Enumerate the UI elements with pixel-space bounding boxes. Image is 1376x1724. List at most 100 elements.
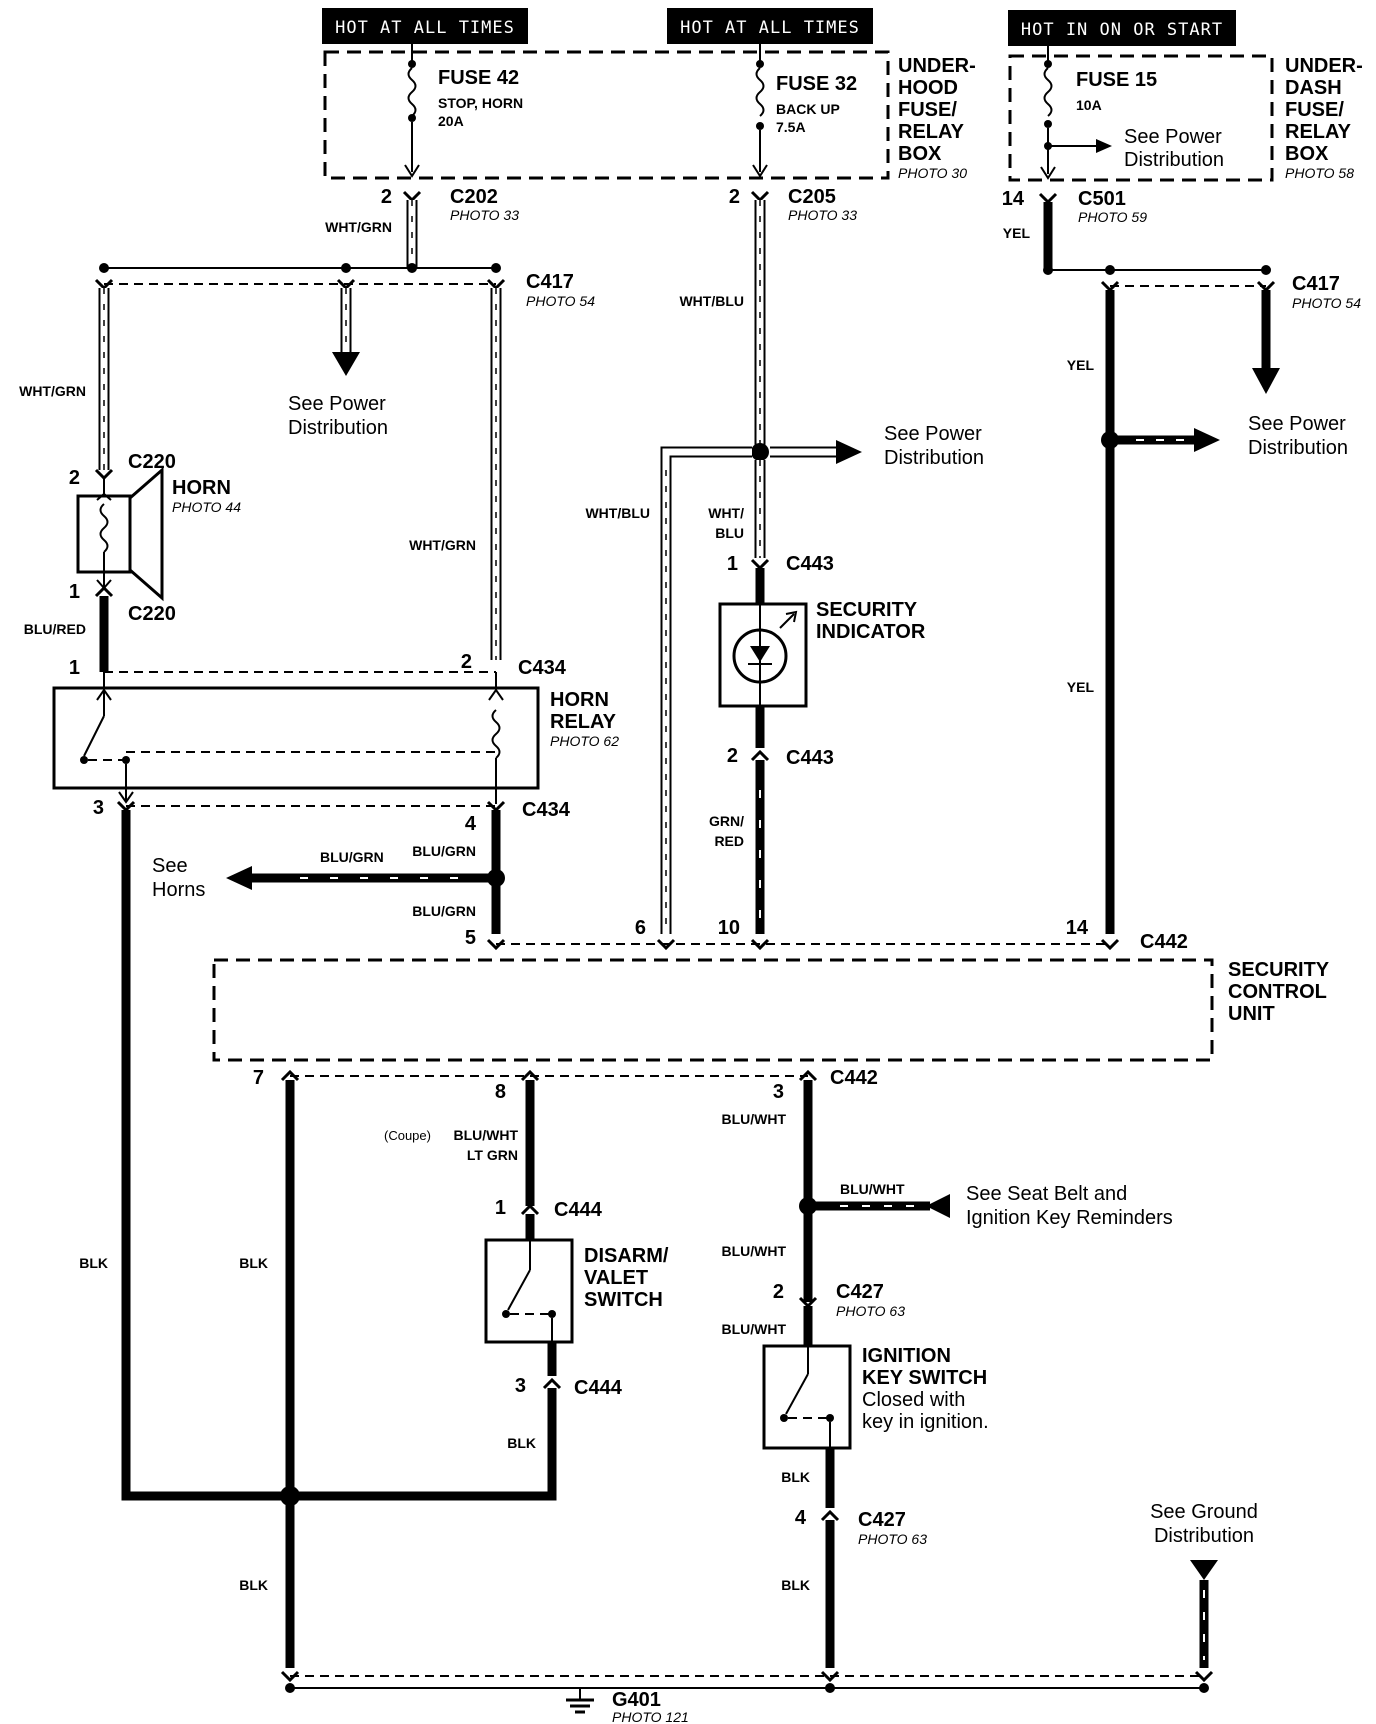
fuse-15-see: See Power [1124, 126, 1222, 148]
wire-color-label: WHT/BLU [585, 505, 650, 521]
photo-ref: PHOTO 59 [1078, 209, 1147, 225]
fuse-42-amp: 20A [438, 113, 464, 129]
see-ground-distribution-text: See Ground [1150, 1501, 1258, 1523]
connector-name: C443 [786, 747, 834, 769]
blu-red-wire: BLU/RED [24, 596, 109, 672]
wire-color-label: LT GRN [467, 1147, 518, 1163]
pin-number: 2 [381, 186, 392, 208]
pin-number: 4 [465, 813, 477, 835]
wht-grn-wire-fuse42: WHT/GRN [325, 200, 418, 268]
wire-color-label: WHT/GRN [19, 383, 86, 399]
photo-ref: PHOTO 121 [612, 1709, 689, 1724]
scu-label: UNIT [1228, 1003, 1275, 1025]
pin-number: 2 [773, 1281, 784, 1303]
fuse-15-amp: 10A [1076, 97, 1102, 113]
ground-g401: G401 PHOTO 121 [280, 1670, 1214, 1724]
wire-color-label: BLK [781, 1469, 810, 1485]
wire-color-label: GRN/ [709, 813, 744, 829]
pin-number: 4 [795, 1507, 807, 1529]
pin-number: 2 [461, 651, 472, 673]
horn-relay-label: HORN [550, 689, 609, 711]
fuse-32-name: FUSE 32 [776, 73, 857, 95]
pin-number: 2 [729, 186, 740, 208]
horn-relay: 1 2 C434 HORN RELAY PHOTO 62 3 4 C434 [52, 651, 619, 835]
fuse-32: FUSE 32 BACK UP 7.5A [752, 44, 857, 178]
wire-color-label: BLK [79, 1255, 108, 1271]
pin-number: 1 [69, 581, 80, 603]
pin-number: 8 [495, 1081, 506, 1103]
box-label-line: RELAY [898, 121, 965, 143]
wire-color-label: BLK [781, 1577, 810, 1593]
connector-name: C501 [1078, 188, 1126, 210]
hot-at-all-times-tag-2: HOT AT ALL TIMES [667, 8, 873, 44]
wire-color-label: YEL [1003, 225, 1031, 241]
ignition-switch-label: KEY SWITCH [862, 1367, 987, 1389]
fuse-15: FUSE 15 10A See Power Distribution [1040, 46, 1224, 180]
fuse-42-desc: STOP, HORN [438, 95, 523, 111]
photo-ref: PHOTO 30 [898, 165, 967, 181]
see-seat-belt-text: See Seat Belt and [966, 1183, 1127, 1205]
pin-number: 3 [515, 1375, 526, 1397]
see-horns-text: Horns [152, 879, 205, 901]
tag-text: HOT IN ON OR START [1021, 20, 1223, 40]
fuse-15-dist: Distribution [1124, 149, 1224, 171]
under-dash-fuse-box [1008, 54, 1274, 182]
wire-color-label: BLU/GRN [412, 843, 476, 859]
security-control-unit: 5 6 10 14 C442 SECURITY CONTROL UNIT 7 8… [212, 917, 1330, 1103]
wht-grn-power-distribution-arrow: See Power Distribution [288, 288, 388, 439]
wire-color-label: WHT/BLU [679, 293, 744, 309]
pin-number: 14 [1002, 188, 1025, 210]
blu-wht-wire: BLU/WHT BLU/WHT See Seat Belt and Igniti… [721, 1080, 1173, 1302]
photo-ref: PHOTO 63 [858, 1531, 927, 1547]
wire-color-label: YEL [1067, 679, 1095, 695]
box-label-line: DASH [1285, 77, 1342, 99]
connector-name: C427 [836, 1281, 884, 1303]
ground-name: G401 [612, 1689, 661, 1711]
pin-number: 2 [727, 745, 738, 767]
see-horns-text: See [152, 855, 188, 877]
wht-grn-wire-to-relay: WHT/GRN [409, 288, 502, 660]
photo-ref: PHOTO 33 [788, 207, 857, 223]
connector-name: C442 [1140, 931, 1188, 953]
disarm-valet-switch: (Coupe) BLU/WHT LT GRN 1 C444 DISARM/ VA… [384, 1080, 669, 1451]
see-power-distribution-text: Distribution [884, 447, 984, 469]
fuse-32-desc: BACK UP [776, 101, 840, 117]
box-label-line: BOX [1285, 143, 1329, 165]
photo-ref: PHOTO 63 [836, 1303, 905, 1319]
tag-text: HOT AT ALL TIMES [335, 18, 515, 38]
fuse-32-amp: 7.5A [776, 119, 806, 135]
photo-ref: PHOTO 58 [1285, 165, 1354, 181]
blk-wire-relay: BLK [79, 810, 557, 1501]
horn-label: HORN [172, 477, 231, 499]
under-hood-fuse-box-label: UNDER- HOOD FUSE/ RELAY BOX PHOTO 30 [898, 55, 976, 181]
fuse-42: FUSE 42 STOP, HORN 20A [404, 44, 523, 178]
pin-number: 1 [69, 657, 80, 679]
blu-grn-wire: BLU/GRN BLU/GRN BLU/GRN See Horns [152, 810, 505, 934]
wht-grn-wire-to-horn: WHT/GRN [19, 288, 110, 470]
wht-blu-wire-c205: WHT/BLU See Power Distribution WHT/BLU W… [585, 200, 984, 934]
pin-number: 14 [1066, 917, 1089, 939]
box-label-line: HOOD [898, 77, 958, 99]
wire-color-label: WHT/GRN [325, 219, 392, 235]
wire-color-label: BLU/WHT [721, 1243, 786, 1259]
connector-name: C202 [450, 186, 498, 208]
pin-number: 2 [69, 467, 80, 489]
connector-name: C444 [554, 1199, 603, 1221]
connector-name: C434 [522, 799, 571, 821]
horn: 2 C220 HORN PHOTO 44 1 C220 [69, 451, 241, 625]
photo-ref: PHOTO 33 [450, 207, 519, 223]
security-indicator-label: INDICATOR [816, 621, 926, 643]
box-label-line: BOX [898, 143, 942, 165]
box-label-line: UNDER- [898, 55, 976, 77]
wire-color-label: BLU/GRN [320, 849, 384, 865]
connector-name: C443 [786, 553, 834, 575]
wht-grn-bus [99, 263, 501, 273]
see-power-distribution-text: See Power [288, 393, 386, 415]
box-label-line: FUSE/ [1285, 99, 1344, 121]
box-label-line: FUSE/ [898, 99, 957, 121]
disarm-switch-label: VALET [584, 1267, 648, 1289]
connector-c417-left: C417 PHOTO 54 [94, 271, 595, 309]
connector-name: C427 [858, 1509, 906, 1531]
connector-name: C220 [128, 451, 176, 473]
photo-ref: PHOTO 44 [172, 499, 241, 515]
